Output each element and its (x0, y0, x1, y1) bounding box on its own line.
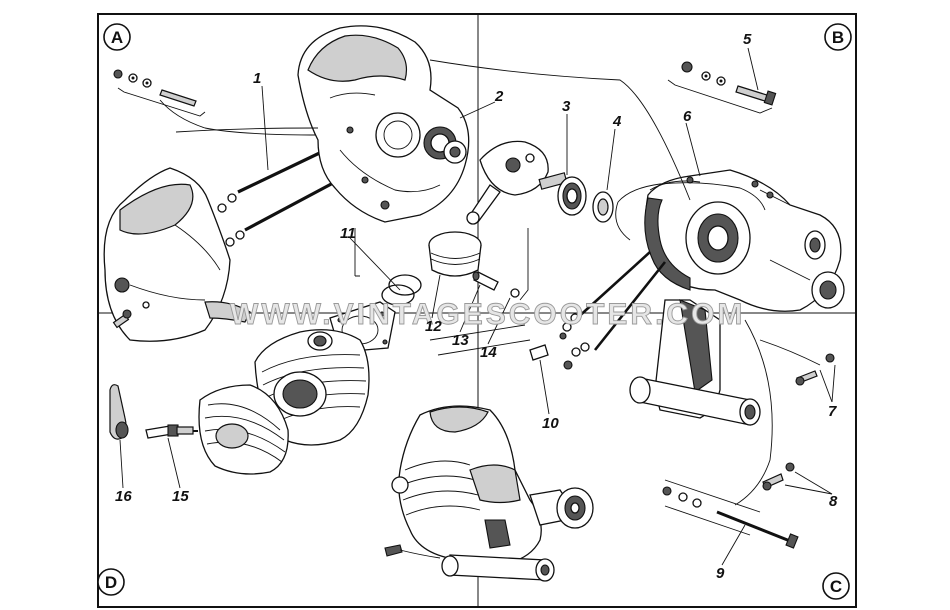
leader-swing-arm (734, 319, 773, 506)
dowel-pin (529, 344, 549, 361)
part-label-4: 4 (612, 113, 622, 130)
piston (428, 231, 482, 277)
assembled-engine (384, 405, 594, 582)
svg-text:C: C (830, 577, 842, 596)
oil-seal (592, 191, 614, 223)
part-label-14: 14 (480, 344, 497, 361)
part-label-12: 12 (425, 318, 442, 335)
corner-marker-b: B (824, 23, 852, 51)
nut-washer-set-b (667, 61, 777, 114)
part-label-10: 10 (542, 415, 559, 432)
leader-lines (119, 47, 836, 566)
crankcase-left-half (297, 25, 470, 223)
part-label-7: 7 (828, 403, 837, 420)
part-label-16: 16 (115, 488, 132, 505)
screw-set-8 (762, 462, 795, 491)
part-label-11: 11 (340, 225, 356, 242)
part-label-2: 2 (494, 88, 504, 105)
cylinder-head (198, 384, 289, 475)
part-label-8: 8 (829, 493, 838, 510)
corner-marker-d: D (97, 568, 125, 596)
part-label-3: 3 (562, 98, 571, 115)
bracket-piston-group (354, 228, 531, 356)
svg-text:B: B (832, 28, 844, 47)
corner-marker-c: C (822, 572, 850, 600)
spark-plug-cap (109, 384, 129, 440)
leader-cover-to-case (175, 127, 319, 133)
crankshaft (466, 140, 568, 225)
piston-rings (381, 274, 422, 306)
part-label-15: 15 (172, 488, 189, 505)
main-bearing (557, 176, 587, 216)
svg-text:A: A (111, 28, 123, 47)
cover-screw (112, 309, 132, 329)
stud-washers (559, 313, 590, 370)
part-label-9: 9 (716, 565, 725, 582)
part-label-13: 13 (452, 332, 469, 349)
circlip (510, 288, 520, 298)
rear-swing-arm (629, 299, 761, 426)
leader-case-halves (429, 59, 691, 201)
long-bolt-9 (662, 479, 799, 549)
watermark-text: WWW.VINTAGESCOOTER.COM (230, 298, 745, 331)
nut-washer-set-a (113, 69, 321, 136)
corner-marker-a: A (103, 23, 131, 51)
part-label-1: 1 (253, 70, 261, 87)
part-label-6: 6 (683, 108, 692, 125)
long-studs (217, 146, 336, 247)
part-label-5: 5 (743, 31, 752, 48)
spark-plug (145, 424, 198, 439)
flywheel-cover (103, 167, 251, 342)
svg-text:D: D (105, 573, 117, 592)
piston-pin (472, 271, 499, 291)
diagram-frame (97, 13, 857, 608)
crankcase-right-half (644, 169, 845, 312)
right-case-stud (574, 251, 667, 351)
screw-set-7 (759, 339, 835, 386)
crankcase-gasket (615, 182, 766, 241)
